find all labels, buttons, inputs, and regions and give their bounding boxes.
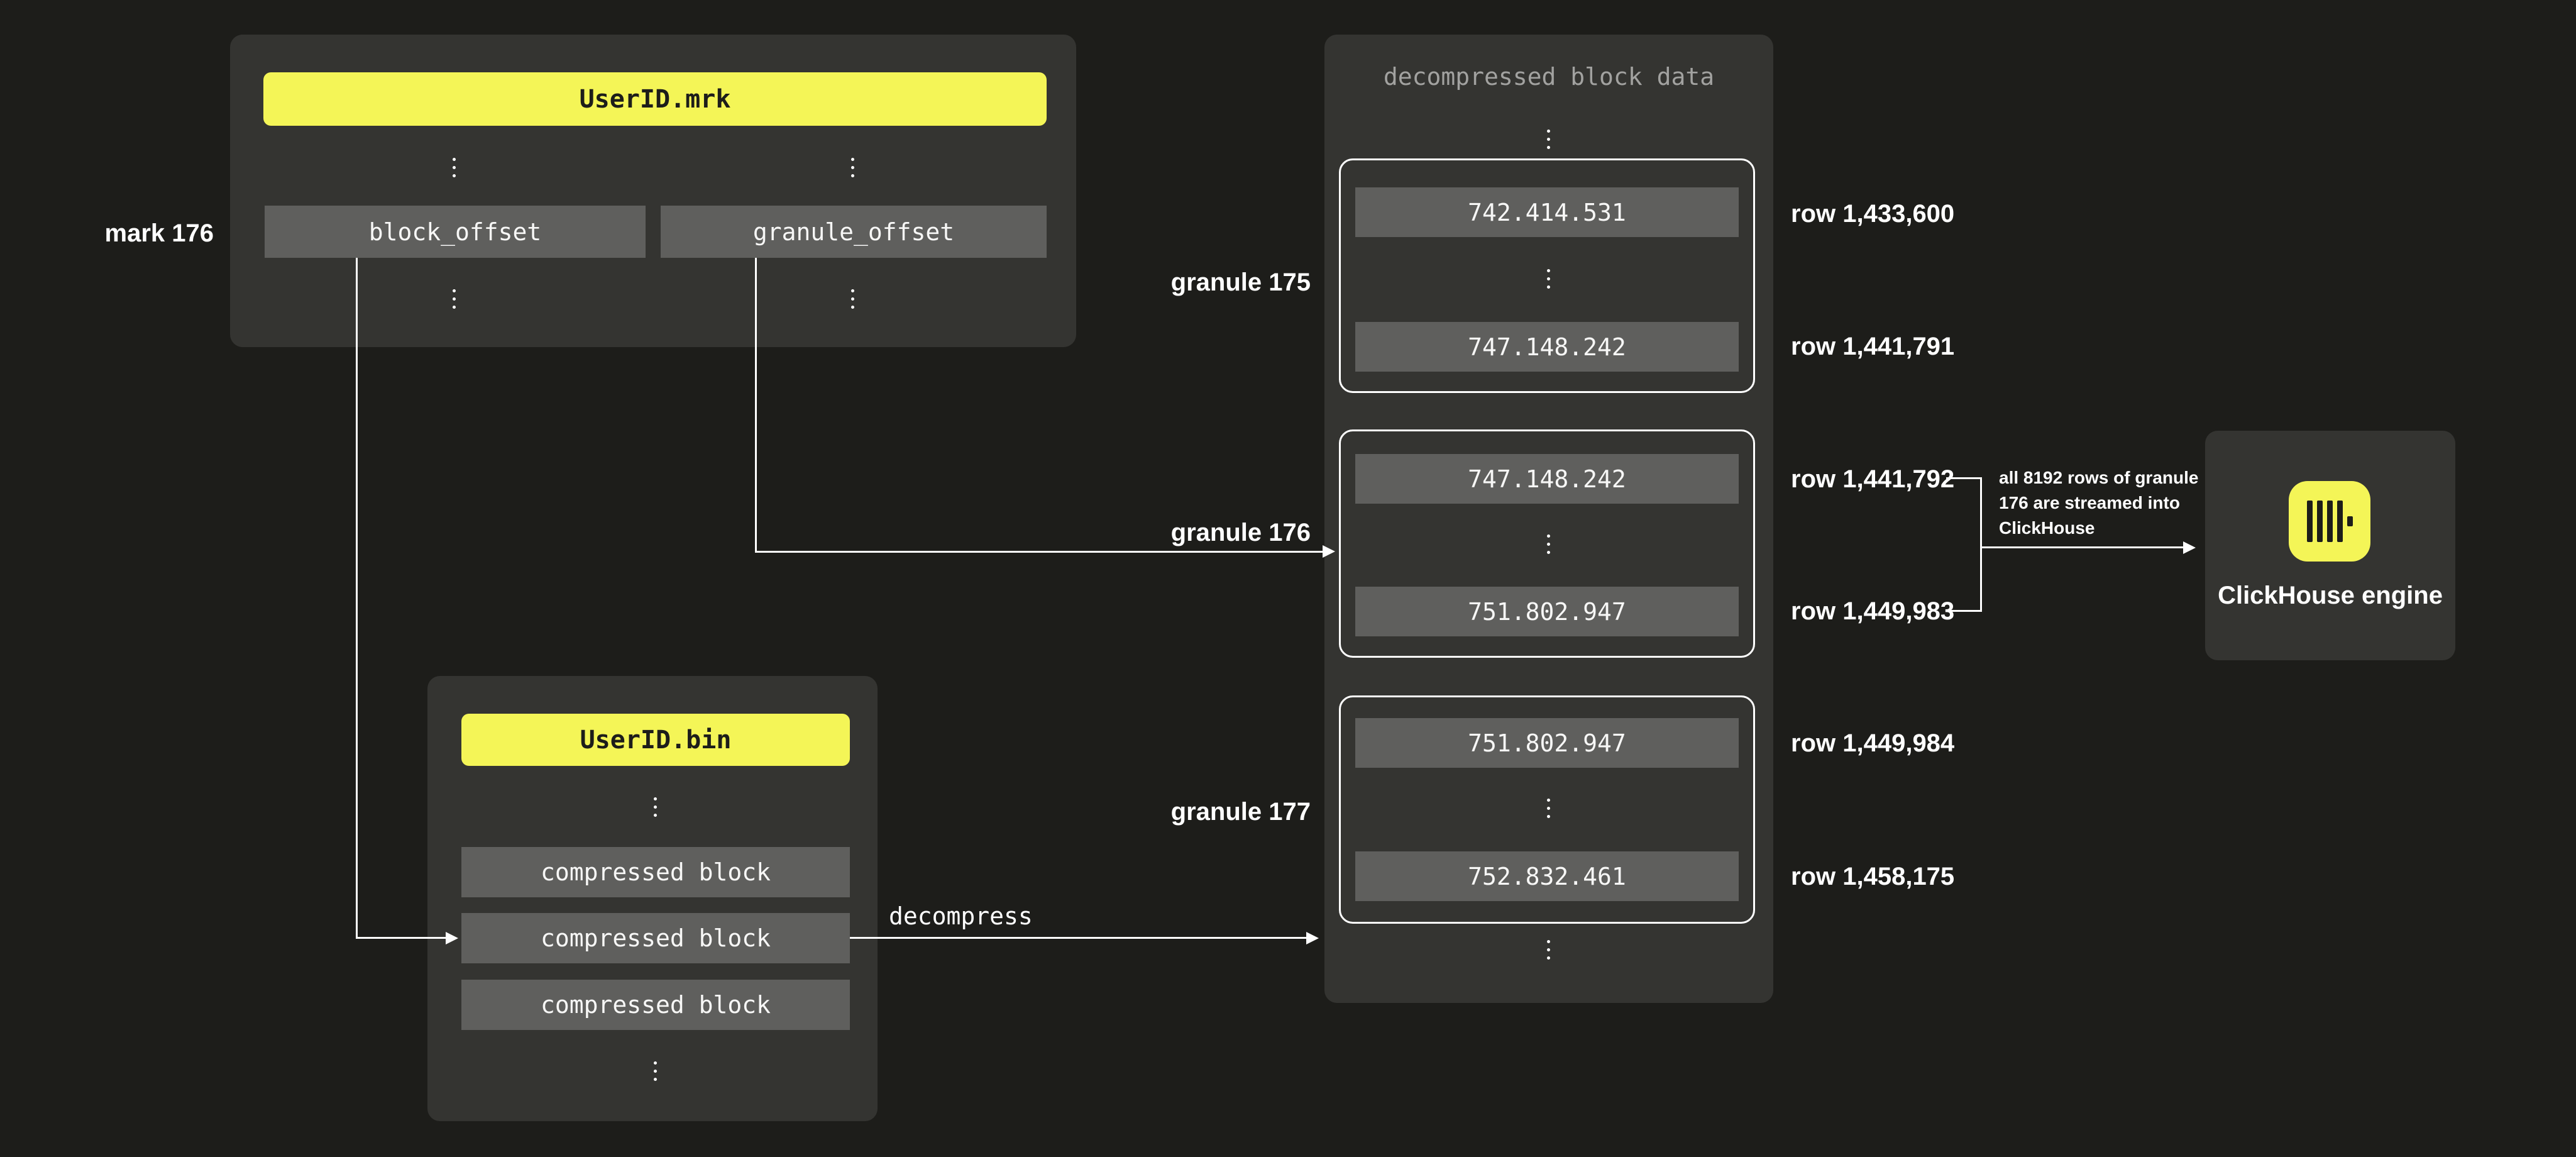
vertical-ellipsis-icon xyxy=(654,797,657,800)
mrk-field-block-offset: block_offset xyxy=(265,206,646,258)
clickhouse-engine-label: ClickHouse engine xyxy=(2218,582,2443,609)
logo-bar xyxy=(2326,501,2333,542)
decompress-arrow-line xyxy=(850,937,1306,939)
arrowhead-icon xyxy=(2183,541,2196,554)
granule-177-label: granule 177 xyxy=(1170,798,1311,826)
compressed-block: compressed block xyxy=(461,913,850,963)
vertical-ellipsis-icon xyxy=(851,158,854,161)
block-offset-connector-vertical xyxy=(356,258,358,939)
decompress-label: decompress xyxy=(889,902,1033,930)
granule-177-first-value: 751.802.947 xyxy=(1355,718,1739,768)
vertical-ellipsis-icon xyxy=(1547,534,1550,538)
annotation-line: all 8192 rows of granule xyxy=(1999,468,2199,487)
bracket-vertical xyxy=(1980,477,1982,612)
granule-175-last-value: 747.148.242 xyxy=(1355,322,1739,372)
bin-file-title: UserID.bin xyxy=(461,714,850,766)
mark-label: mark 176 xyxy=(104,219,214,247)
annotation-line: ClickHouse xyxy=(1999,518,2095,538)
vertical-ellipsis-icon xyxy=(1547,269,1550,272)
vertical-ellipsis-icon xyxy=(851,289,854,292)
vertical-ellipsis-icon xyxy=(1547,940,1550,943)
arrowhead-icon xyxy=(1323,545,1335,558)
mrk-file-title: UserID.mrk xyxy=(263,72,1047,126)
granule-176-first-value: 747.148.242 xyxy=(1355,454,1739,504)
engine-arrow-line xyxy=(1980,546,2184,548)
bracket-dash-bottom xyxy=(1946,610,1981,612)
stream-annotation: all 8192 rows of granule 176 are streame… xyxy=(1999,465,2250,541)
row-label: row 1,441,791 xyxy=(1791,333,1955,360)
granule-175-outline xyxy=(1339,158,1755,393)
arrowhead-icon xyxy=(446,932,458,944)
vertical-ellipsis-icon xyxy=(453,289,456,292)
mrk-field-granule-offset: granule_offset xyxy=(661,206,1047,258)
row-label: row 1,449,983 xyxy=(1791,597,1955,625)
vertical-ellipsis-icon xyxy=(1547,799,1550,802)
annotation-line: 176 are streamed into xyxy=(1999,493,2180,512)
granule-175-label: granule 175 xyxy=(1170,268,1311,296)
granule-176-label: granule 176 xyxy=(1170,519,1311,546)
row-label: row 1,441,792 xyxy=(1791,465,1955,493)
clickhouse-logo-icon xyxy=(2289,481,2370,562)
granule-177-last-value: 752.832.461 xyxy=(1355,851,1739,901)
granule-offset-connector-horizontal xyxy=(755,551,1323,553)
vertical-ellipsis-icon xyxy=(654,1061,657,1065)
granule-175-first-value: 742.414.531 xyxy=(1355,187,1739,237)
logo-bar xyxy=(2316,501,2323,542)
row-label: row 1,449,984 xyxy=(1791,729,1955,757)
decompressed-panel-title: decompressed block data xyxy=(1383,63,1715,91)
granule-176-outline xyxy=(1339,429,1755,658)
bracket-dash-top xyxy=(1946,477,1981,479)
granule-177-outline xyxy=(1339,695,1755,924)
logo-bar xyxy=(2337,501,2343,542)
logo-bar-short xyxy=(2347,516,2353,526)
compressed-block: compressed block xyxy=(461,847,850,897)
vertical-ellipsis-icon xyxy=(453,158,456,161)
arrowhead-icon xyxy=(1306,932,1319,944)
granule-176-last-value: 751.802.947 xyxy=(1355,587,1739,636)
block-offset-connector-horizontal xyxy=(356,937,446,939)
vertical-ellipsis-icon xyxy=(1547,130,1550,133)
row-label: row 1,458,175 xyxy=(1791,863,1955,890)
compressed-block: compressed block xyxy=(461,980,850,1030)
granule-offset-connector-vertical xyxy=(755,258,757,553)
logo-bar xyxy=(2306,501,2313,542)
row-label: row 1,433,600 xyxy=(1791,200,1955,228)
